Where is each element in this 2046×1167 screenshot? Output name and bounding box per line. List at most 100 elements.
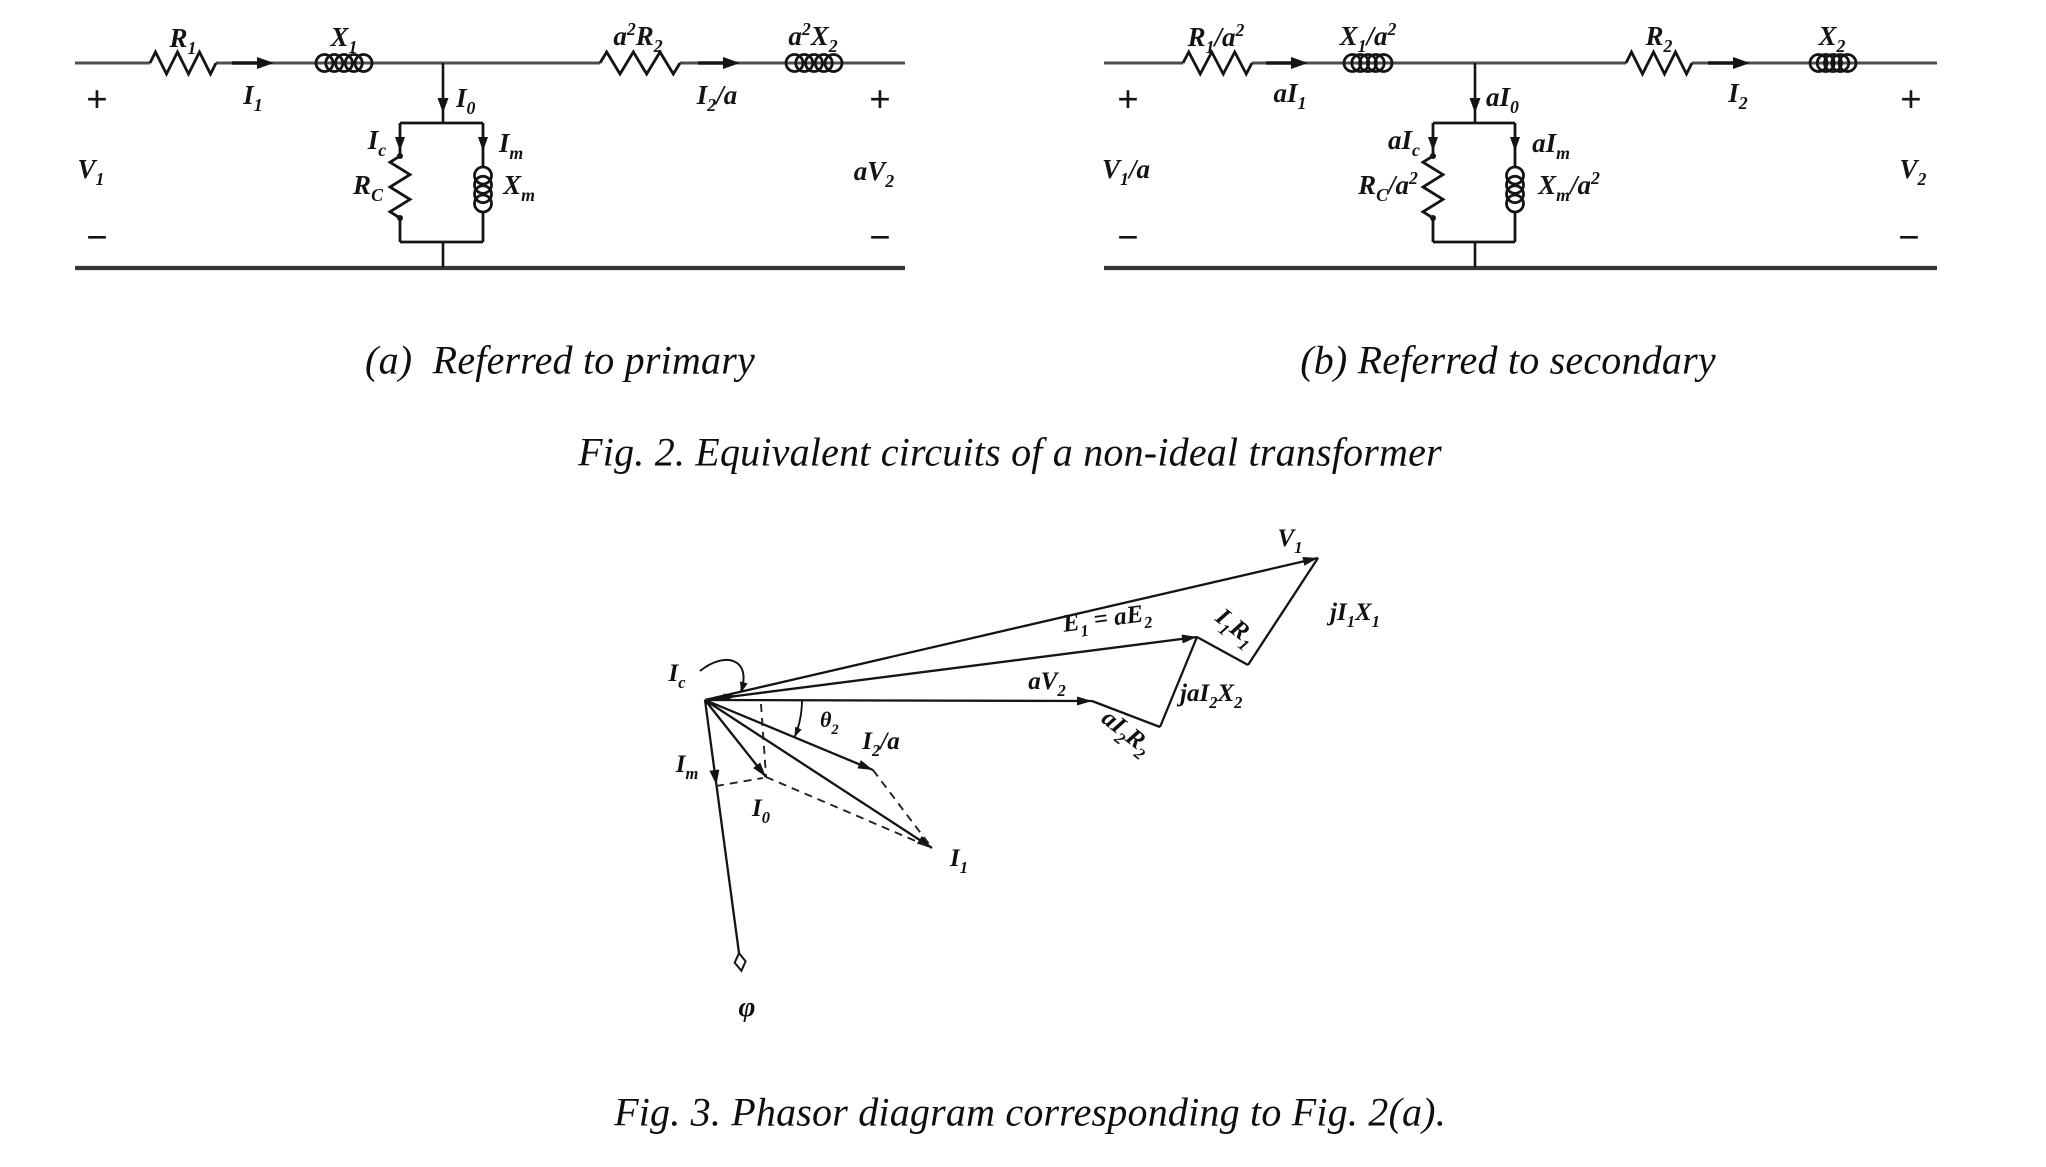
circuit-b-geometry: [1104, 48, 1937, 271]
vector-v1-arrowhead: [1302, 557, 1318, 566]
im-arrowhead: [478, 137, 488, 151]
inductor-coil-loop: [804, 53, 824, 73]
ic-arrowhead: [723, 693, 736, 702]
inductor-coil-loop: [314, 53, 335, 73]
inductor-coil-loop: [1808, 53, 1829, 73]
inductor-coil-loop: [473, 174, 493, 195]
label-b-ai1: aI1: [1274, 78, 1307, 113]
inductor-coil-loop: [1837, 53, 1858, 73]
inductor-coil-loop: [1830, 53, 1851, 73]
im-arrowhead: [709, 769, 720, 785]
inductor-coil-loop: [1815, 53, 1836, 73]
plus-terminal-right-b: +: [1900, 79, 1922, 121]
phasor-label-v1: V1: [1278, 525, 1303, 557]
vector-i2a-shaft: [704, 698, 874, 772]
resistor-zigzag: [1181, 48, 1254, 78]
label-b-aim: aIm: [1532, 128, 1570, 163]
phasor-label-i0: I0: [751, 795, 770, 827]
construction-dashed-line: [765, 776, 933, 849]
label-a-av2: aV2: [854, 156, 895, 191]
inductor-coil-loop: [1373, 53, 1394, 73]
phasor-label-i2a: I2/a: [861, 728, 899, 760]
flux-line: [703, 699, 741, 954]
label-b-r2: R2: [1645, 21, 1673, 56]
label-a-r2: a2R2: [613, 19, 662, 56]
label-a-xm: Xm: [502, 170, 535, 205]
vector-av2-arrowhead: [1076, 696, 1092, 706]
circuit-b-diagram: R1/a2 aI1 X1/a2 aI0 aIc aIm RC/a2 Xm/a2 …: [1102, 19, 1937, 271]
caption-fig2: Fig. 2. Equivalent circuits of a non-ide…: [578, 429, 1442, 475]
construction-dashed-line: [872, 769, 933, 849]
inductor-coil-loop: [334, 53, 354, 73]
vector-i1-arrowhead: [916, 836, 932, 848]
ic-leader-arrowhead: [739, 681, 748, 693]
resistor-zigzag: [598, 49, 682, 77]
ic-leader-curve: [699, 659, 745, 692]
phasor-label-ji1x1: jI1X1: [1326, 599, 1380, 631]
phasor-label-i1: I1: [949, 845, 968, 877]
inductor-coil-loop: [473, 184, 493, 205]
construction-dashed-line: [760, 703, 767, 777]
inductor-coil-loop: [1505, 174, 1525, 195]
label-b-rc: RC/a2: [1357, 168, 1418, 205]
inductor-coil-loop: [1505, 165, 1525, 186]
current-arrowhead: [1733, 57, 1750, 69]
current-arrowhead: [723, 57, 740, 69]
label-a-ic: Ic: [367, 125, 387, 160]
inductor-coil-loop: [1342, 53, 1363, 73]
caption-a: (a) Referred to primary: [365, 337, 755, 383]
phasor-label-phi: φ: [739, 991, 756, 1023]
vector-i2a-arrowhead: [857, 760, 873, 770]
flux-arrow-diamond: [733, 951, 747, 973]
inductor-coil-loop: [1350, 53, 1371, 73]
current-arrowhead: [1291, 57, 1308, 69]
vector-e1-arrowhead: [1181, 634, 1197, 644]
plus-terminal-left: +: [86, 79, 108, 121]
label-b-v1a: V1/a: [1102, 154, 1150, 189]
caption-b: (b) Referred to secondary: [1300, 337, 1716, 383]
phasor-geometry: [699, 556, 1319, 973]
label-a-im: Im: [498, 128, 523, 163]
label-a-i0: I0: [455, 83, 476, 118]
vector-av2-shaft: [704, 698, 1093, 703]
inductor-coil-loop: [813, 53, 834, 73]
label-a-v1: V1: [78, 154, 105, 189]
minus-terminal-left-b: −: [1117, 217, 1139, 259]
vector-i0-arrowhead: [753, 762, 766, 777]
inductor-coil-loop: [473, 165, 493, 186]
phasor-label-ic: Ic: [667, 660, 686, 692]
label-b-aic: aIc: [1388, 125, 1420, 160]
i0-arrowhead: [437, 98, 449, 113]
phasor-label-av2: aV2: [1028, 668, 1065, 700]
label-a-r1: R1: [169, 23, 197, 58]
label-b-v2: V2: [1900, 154, 1927, 189]
resistor-zigzag: [1420, 154, 1446, 220]
circuit-a-geometry: [75, 48, 905, 271]
phasor-label-ai2r2: aI2R2: [1093, 704, 1156, 763]
i0-arrowhead: [1469, 98, 1481, 113]
minus-terminal-right: −: [869, 217, 891, 259]
segment-ai2r2: [1091, 699, 1161, 729]
ic-arrowhead: [395, 137, 405, 151]
circuit-a-diagram: R1 I1 X1 I0 Ic Im RC Xm a2R2 I2/a a2X2 +…: [75, 19, 905, 271]
phasor-diagram: V1 jI1X1 I1R1 E1 = aE2 aV2 jaI2X2 aI2R2 …: [667, 525, 1380, 1023]
terminal-dot: [1430, 153, 1436, 159]
minus-terminal-right-b: −: [1898, 217, 1920, 259]
inductor-coil-loop: [353, 53, 374, 73]
label-b-x1: X1/a2: [1339, 19, 1397, 56]
inductor-coil-loop: [784, 53, 805, 73]
inductor-coil-loop: [324, 53, 345, 73]
label-a-x1: X1: [330, 22, 358, 57]
terminal-dot: [397, 153, 403, 159]
caption-fig3: Fig. 3. Phasor diagram corresponding to …: [614, 1089, 1446, 1135]
theta2-arc-arrowhead: [794, 726, 802, 738]
inductor-coil-loop: [1358, 53, 1378, 73]
phasor-label-e1: E1 = aE2: [1060, 599, 1154, 642]
ic-arrowhead: [1428, 137, 1438, 151]
label-b-ai0: aI0: [1486, 82, 1519, 117]
label-a-i1: I1: [242, 80, 262, 115]
inductor-coil-loop: [1365, 53, 1386, 73]
plus-terminal-left-b: +: [1117, 79, 1139, 121]
label-b-r1: R1/a2: [1187, 20, 1245, 57]
